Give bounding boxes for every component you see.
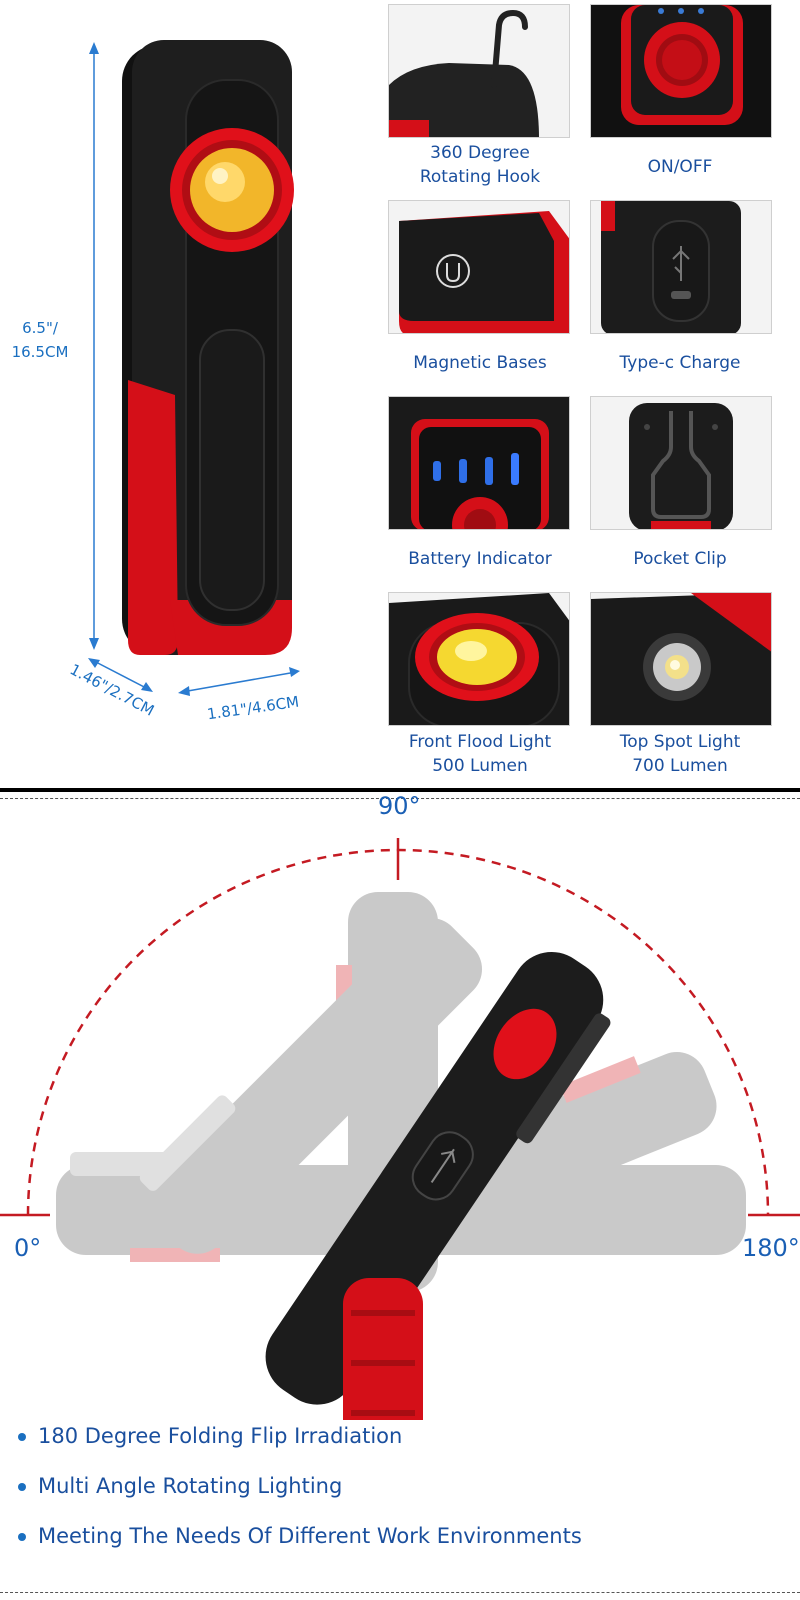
angle-label-left: 0° (14, 1234, 42, 1262)
feature-thumb-battery (388, 396, 570, 530)
magnet-icon (389, 201, 569, 333)
feature-caption-usb: Type-c Charge (619, 353, 741, 373)
feature-caption-clip: Pocket Clip (633, 549, 727, 569)
bullet-item: Meeting The Needs Of Different Work Envi… (18, 1524, 582, 1548)
feature-thumb-flood (388, 592, 570, 726)
flood-light-icon (389, 593, 569, 725)
product-dimension-panel: 6.5"/ 16.5CM 1.46"/2.7CM 1.81"/4.6CM (0, 0, 370, 780)
product-main-image (88, 40, 300, 696)
feature-thumb-usb (590, 200, 772, 334)
height-dimension-label: 6.5"/ 16.5CM (11, 319, 69, 361)
feature-thumb-magnet (388, 200, 570, 334)
feature-caption-flood: Front Flood Light 500 Lumen (408, 732, 552, 776)
section-dashed-line (0, 798, 800, 799)
feature-thumb-spot (590, 592, 772, 726)
feature-thumb-clip (590, 396, 772, 530)
rotation-panel: 90° 0° 180° 180 Degree Folding Flip Irra… (0, 792, 800, 1600)
feature-caption-hook: 360 Degree Rotating Hook (419, 143, 541, 187)
feature-caption-battery: Battery Indicator (408, 549, 552, 569)
bullet-item: 180 Degree Folding Flip Irradiation (18, 1424, 402, 1448)
bullet-dot-icon (18, 1483, 26, 1491)
bullet-dot-icon (18, 1433, 26, 1441)
bullet-dot-icon (18, 1533, 26, 1541)
hook-icon (389, 5, 569, 137)
feature-caption-spot: Top Spot Light 700 Lumen (619, 732, 741, 776)
power-button-icon (591, 5, 771, 137)
feature-caption-power: ON/OFF (647, 157, 713, 177)
bullet-item: Multi Angle Rotating Lighting (18, 1474, 342, 1498)
angle-label-right: 180° (742, 1234, 800, 1262)
spot-light-icon (591, 593, 771, 725)
usb-icon (591, 201, 771, 333)
rotation-diagram (0, 838, 800, 1420)
battery-indicator-icon (389, 397, 569, 529)
bottom-dashed-line (0, 1592, 800, 1593)
feature-grid: 360 Degree Rotating Hook ON/OFF Magnetic… (380, 0, 800, 780)
feature-thumb-hook (388, 4, 570, 138)
feature-caption-magnet: Magnetic Bases (413, 353, 547, 373)
section-divider (0, 788, 800, 792)
clip-icon (591, 397, 771, 529)
angle-label-top: 90° (378, 792, 421, 820)
feature-thumb-power (590, 4, 772, 138)
